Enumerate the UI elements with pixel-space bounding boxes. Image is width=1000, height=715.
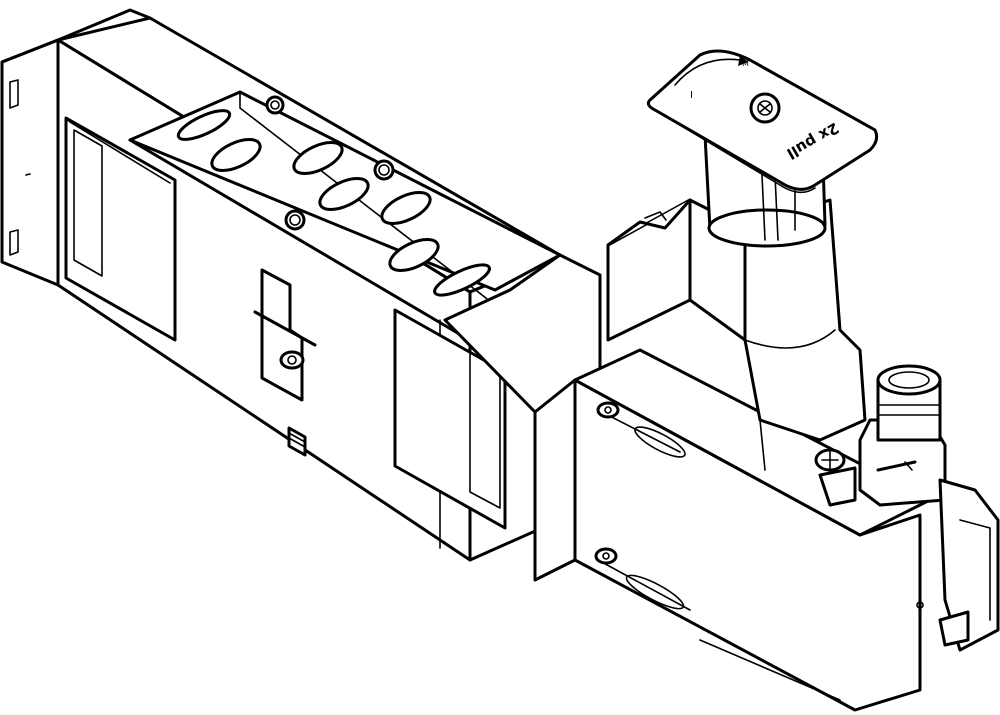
- adjusting-knob[interactable]: I M 2x pull: [646, 49, 879, 194]
- threaded-hole-3: [284, 209, 306, 231]
- threaded-hole-2: [373, 159, 395, 181]
- knob-mark-2: M: [742, 59, 749, 68]
- threaded-hole-1: [265, 95, 285, 115]
- regulator-housing: [606, 198, 867, 507]
- housing-screw: [814, 448, 846, 472]
- valve-body: [56, 16, 562, 562]
- mounting-clip: [253, 268, 317, 457]
- rotation-arrow-icon: [674, 58, 741, 86]
- knob-mark-1: I: [690, 90, 693, 101]
- gauge-fitting: [858, 364, 1000, 652]
